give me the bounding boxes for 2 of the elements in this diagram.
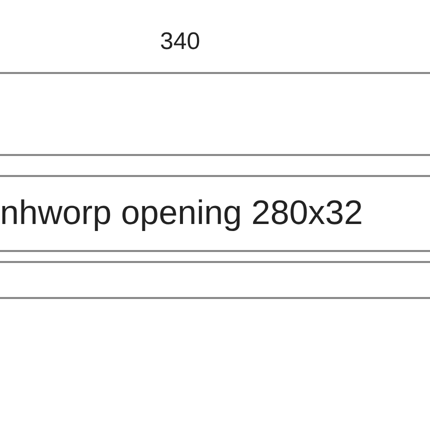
dimension-text: 340 xyxy=(160,30,200,54)
opening-label: nhworp opening 280x32 xyxy=(0,196,363,230)
